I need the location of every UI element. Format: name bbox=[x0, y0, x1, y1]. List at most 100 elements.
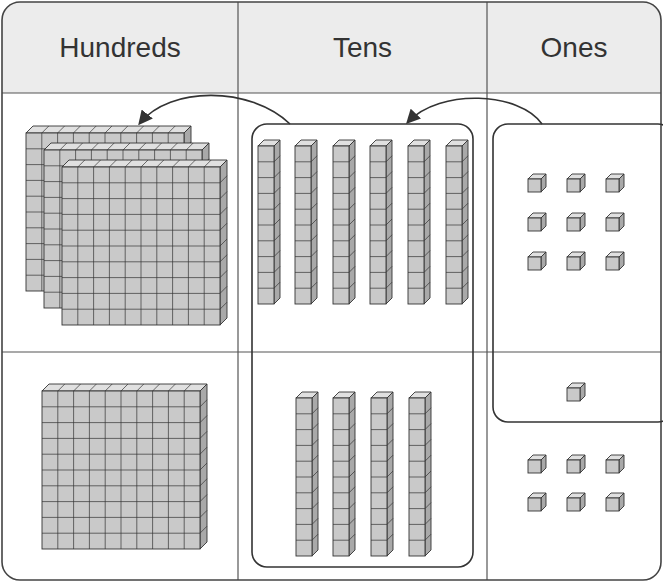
block-part bbox=[349, 439, 355, 445]
block-part bbox=[200, 526, 207, 533]
block-part bbox=[200, 447, 207, 454]
block-part bbox=[370, 288, 386, 289]
block-part bbox=[42, 470, 200, 471]
block-part bbox=[220, 192, 227, 199]
one-cube bbox=[528, 174, 546, 192]
block-part bbox=[296, 445, 312, 446]
block-part bbox=[409, 461, 425, 462]
block-part bbox=[386, 219, 392, 225]
block-part bbox=[44, 143, 209, 150]
block-part bbox=[220, 160, 227, 325]
block-part bbox=[386, 266, 392, 272]
block-part bbox=[567, 218, 580, 231]
block-part bbox=[311, 251, 317, 257]
block-part bbox=[349, 235, 355, 241]
block-part bbox=[333, 225, 349, 226]
block-part bbox=[387, 408, 393, 414]
block-part bbox=[386, 203, 392, 209]
block-part bbox=[200, 416, 207, 423]
block-part bbox=[387, 439, 393, 445]
block-part bbox=[387, 518, 393, 524]
block-part bbox=[424, 219, 430, 225]
block-part bbox=[371, 540, 387, 541]
block-part bbox=[274, 156, 280, 162]
one-cube bbox=[567, 252, 585, 270]
block-part bbox=[371, 398, 387, 556]
block-part bbox=[295, 288, 311, 289]
block-part bbox=[141, 160, 148, 167]
block-part bbox=[333, 177, 349, 178]
block-part bbox=[220, 176, 227, 183]
block-part bbox=[258, 272, 274, 273]
block-part bbox=[580, 455, 585, 473]
block-part bbox=[137, 384, 144, 391]
ten-rod bbox=[446, 140, 468, 304]
block-part bbox=[424, 251, 430, 257]
block-part bbox=[78, 160, 85, 167]
block-part bbox=[408, 146, 424, 304]
block-part bbox=[153, 384, 160, 391]
block-part bbox=[409, 445, 425, 446]
block-part bbox=[121, 126, 128, 133]
block-part bbox=[462, 172, 468, 178]
block-part bbox=[123, 143, 130, 150]
block-part bbox=[74, 384, 81, 391]
one-cube bbox=[528, 252, 546, 270]
block-part bbox=[296, 413, 312, 414]
block-part bbox=[528, 218, 541, 231]
block-part bbox=[580, 174, 585, 192]
block-part bbox=[386, 172, 392, 178]
block-part bbox=[42, 406, 200, 407]
block-part bbox=[386, 187, 392, 193]
one-cube bbox=[567, 213, 585, 231]
block-part bbox=[58, 126, 65, 133]
block-part bbox=[157, 160, 164, 167]
block-part bbox=[220, 302, 227, 309]
ten-rod bbox=[408, 140, 430, 304]
block-part bbox=[386, 156, 392, 162]
block-part bbox=[258, 225, 274, 226]
block-part bbox=[333, 256, 349, 257]
ten-rod bbox=[296, 392, 318, 556]
block-part bbox=[446, 288, 462, 289]
block-part bbox=[408, 177, 424, 178]
block-part bbox=[541, 455, 546, 473]
block-part bbox=[311, 219, 317, 225]
block-part bbox=[462, 140, 468, 304]
block-part bbox=[541, 174, 546, 192]
block-part bbox=[296, 429, 312, 430]
block-part bbox=[580, 252, 585, 270]
block-part bbox=[42, 422, 200, 423]
one-cube bbox=[528, 213, 546, 231]
one-cube bbox=[606, 493, 624, 511]
ten-rod bbox=[333, 140, 355, 304]
block-part bbox=[333, 492, 349, 493]
regroup-arrow bbox=[408, 98, 542, 124]
ten-rod bbox=[258, 140, 280, 304]
block-part bbox=[370, 225, 386, 226]
block-part bbox=[152, 126, 159, 133]
block-part bbox=[580, 493, 585, 511]
block-part bbox=[409, 477, 425, 478]
block-part bbox=[446, 225, 462, 226]
block-part bbox=[333, 461, 349, 462]
block-part bbox=[312, 534, 318, 540]
block-part bbox=[311, 235, 317, 241]
block-part bbox=[370, 193, 386, 194]
one-cube bbox=[528, 455, 546, 473]
block-part bbox=[387, 534, 393, 540]
block-part bbox=[274, 219, 280, 225]
block-part bbox=[371, 429, 387, 430]
block-part bbox=[188, 160, 195, 167]
block-part bbox=[62, 160, 227, 167]
block-part bbox=[173, 160, 180, 167]
block-part bbox=[446, 272, 462, 273]
block-part bbox=[107, 143, 114, 150]
block-part bbox=[349, 266, 355, 272]
ten-rod bbox=[409, 392, 431, 556]
block-part bbox=[200, 463, 207, 470]
block-part bbox=[333, 193, 349, 194]
column-divider bbox=[237, 2, 238, 580]
block-part bbox=[311, 282, 317, 288]
